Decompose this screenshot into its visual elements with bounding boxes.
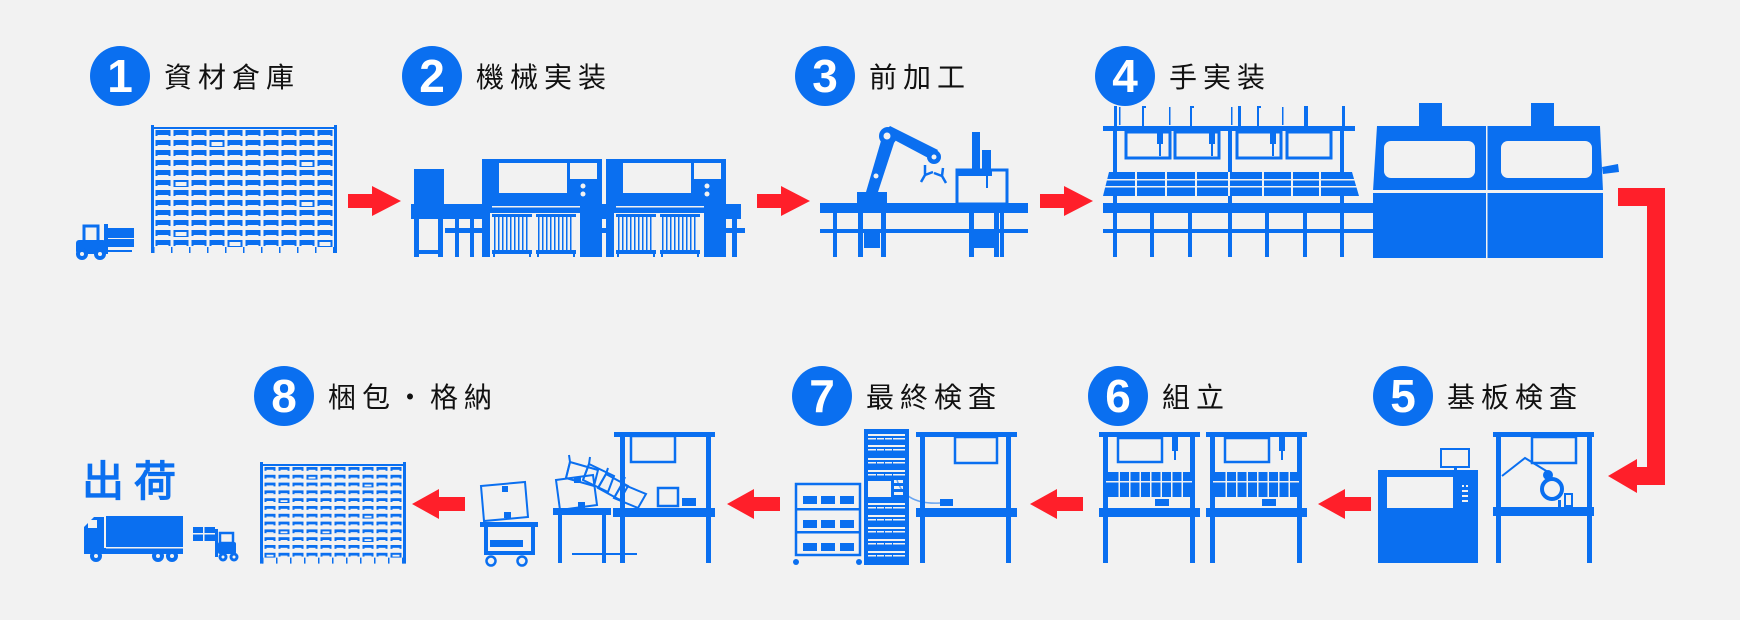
step-title: 機械実装 [476,61,613,94]
step-title: 手実装 [1169,61,1272,94]
step-4-header: 4 手実装 [1095,46,1271,106]
step-number-badge: 3 [795,46,855,106]
inspection-machine-icon [1378,448,1478,563]
step-number-badge: 7 [792,366,852,426]
step-8-header: 8 梱包・格納 [254,366,498,426]
storage-rack-icon [260,462,406,564]
step-title: 組立 [1162,381,1231,414]
cart-shelf-icon [793,482,862,565]
packing-bench-icon [553,432,715,563]
step-number-badge: 1 [90,46,150,106]
reflow-oven-icon [1373,103,1619,258]
flow-arrow-right [757,186,810,216]
assembly-workbench-icon [1099,432,1307,563]
flow-arrow-left [1030,489,1083,519]
step-title: 資材倉庫 [164,61,301,94]
step-title: 梱包・格納 [328,381,499,414]
robot-arm-icon [820,126,1028,257]
flow-arrow-left [412,489,465,519]
step-2-header: 2 機械実装 [402,46,612,106]
mounting-machine-icon [411,159,745,257]
step-3-header: 3 前加工 [795,46,971,106]
shipping-label: 出荷 [82,457,187,506]
flow-arrow-right [348,186,401,216]
test-bench-icon [896,432,1017,563]
test-rack-icon [864,429,909,565]
forklift-icon [76,224,134,260]
step-7-header: 7 最終検査 [792,366,1002,426]
step-6-header: 6 組立 [1088,366,1230,426]
step-number-badge: 8 [254,366,314,426]
flow-arrow-turn-down [1608,188,1665,493]
flow-arrow-right [1040,186,1093,216]
flow-arrow-left [727,489,780,519]
step-number-badge: 5 [1373,366,1433,426]
manual-assembly-line-icon [1103,106,1378,257]
step-number-badge: 6 [1088,366,1148,426]
step-5-header: 5 基板検査 [1373,366,1583,426]
truck-icon [84,516,183,562]
step-number-badge: 4 [1095,46,1155,106]
step-title: 前加工 [869,61,972,94]
step-title: 基板検査 [1447,381,1584,414]
warehouse-rack-icon [151,125,337,253]
forklift-icon [193,527,239,562]
step-1-header: 1 資材倉庫 [90,46,300,106]
step-title: 最終検査 [866,381,1003,414]
step-number-badge: 2 [402,46,462,106]
magnifier-bench-icon [1493,432,1594,563]
flow-arrow-left [1318,489,1371,519]
packing-cart-icon [479,480,538,567]
